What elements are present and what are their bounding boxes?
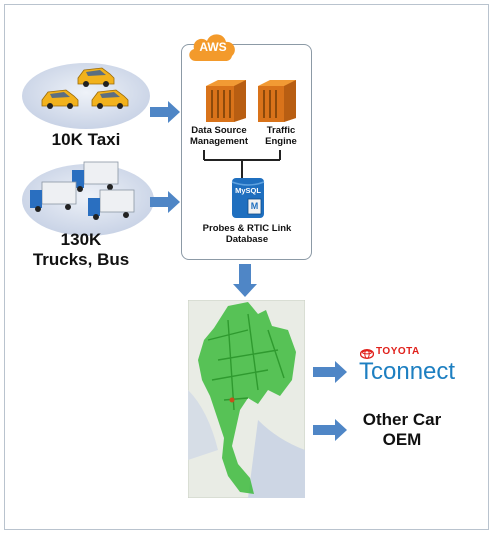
aws-connector-lines xyxy=(196,150,300,185)
data-source-server-icon xyxy=(206,78,246,127)
tconnect-text: connect xyxy=(371,358,456,385)
aws-cloud-label: AWS xyxy=(199,40,227,54)
aws-cloud-icon xyxy=(186,29,238,63)
toyota-brand-label: TOYOTA xyxy=(376,346,420,357)
other-oem-label-line2: OEM xyxy=(382,430,422,449)
traffic-engine-server-icon xyxy=(258,78,296,127)
mysql-letter: M xyxy=(250,201,259,211)
trucks-to-aws-arrow xyxy=(150,191,182,218)
taxi-fleet-image xyxy=(20,60,152,132)
tconnect-logo: Tconnect xyxy=(359,357,489,387)
truck-fleet-image xyxy=(20,160,160,238)
data-source-label-line2: Management xyxy=(189,136,249,147)
trucks-type-label: Trucks, Bus xyxy=(32,250,130,269)
tconnect-t: T xyxy=(359,358,371,385)
aws-to-map-arrow xyxy=(233,264,257,303)
traffic-engine-label-line2: Engine xyxy=(265,136,297,147)
traffic-map-image xyxy=(187,299,306,499)
mysql-database-icon xyxy=(231,176,265,225)
mysql-label: MySQL xyxy=(235,186,261,195)
trucks-count-label: 130K xyxy=(60,230,102,249)
map-to-tconnect-arrow xyxy=(313,361,349,388)
database-label-line2: Database xyxy=(225,234,269,245)
other-oem-label-line1: Other Car xyxy=(362,410,442,429)
taxi-label: 10K Taxi xyxy=(51,130,121,149)
map-to-other-oem-arrow xyxy=(313,419,349,446)
diagram-frame xyxy=(4,4,489,530)
database-label-line1: Probes & RTIC Link xyxy=(202,223,292,234)
data-source-label-line1: Data Source xyxy=(191,125,247,136)
toyota-logo-icon xyxy=(359,346,375,364)
taxi-to-aws-arrow xyxy=(150,101,182,128)
traffic-engine-label-line1: Traffic xyxy=(266,125,296,136)
